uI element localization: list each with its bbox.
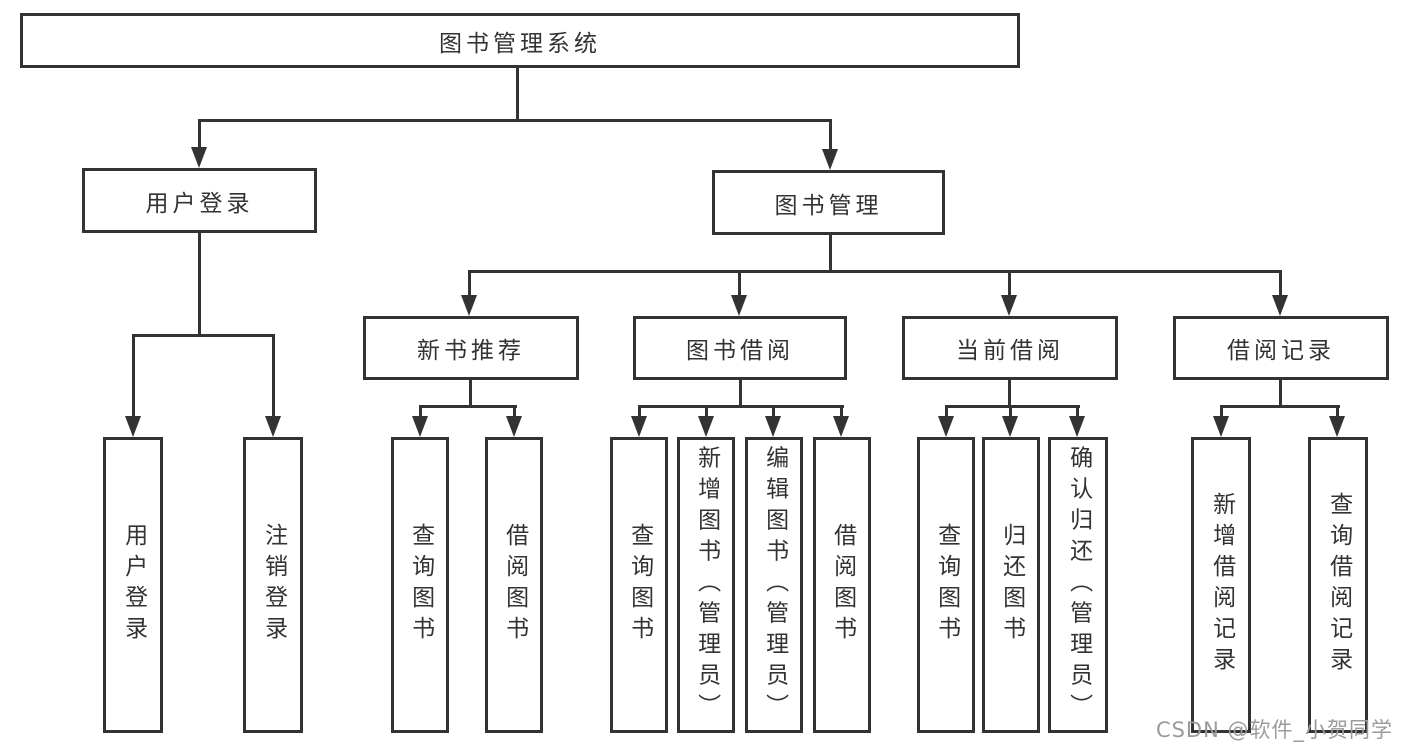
leaf-label: 注销登录	[260, 523, 287, 647]
leaf-label: 确认归还（管理员）	[1065, 445, 1092, 725]
node-new-book-recommend: 新书推荐	[363, 316, 579, 380]
connector-drop-book-borrowing	[738, 270, 741, 297]
leaf-label: 查询图书	[626, 523, 653, 647]
arrow-down-icon	[1213, 416, 1229, 437]
arrow-down-icon	[698, 416, 714, 437]
node-label: 当前借阅	[956, 338, 1064, 364]
arrow-down-icon	[631, 416, 647, 437]
leaf-label: 新增图书（管理员）	[693, 445, 720, 725]
connector-root-stem	[516, 68, 519, 121]
node-user-login: 用户登录	[82, 168, 317, 233]
connector-drop-leaf	[132, 334, 135, 418]
node-book-management: 图书管理	[712, 170, 945, 235]
arrow-down-icon	[1329, 416, 1345, 437]
connector-drop-leaf	[1336, 405, 1339, 418]
leaf-label: 借阅图书	[501, 523, 528, 647]
connector-drop-leaf	[419, 405, 422, 418]
connector-current-borrowing-stem	[1008, 380, 1011, 407]
connector-drop-leaf	[1009, 405, 1012, 418]
leaf-query-books-current: 查询图书	[917, 437, 975, 733]
connector-book-management-stem	[829, 235, 832, 272]
leaf-label: 借阅图书	[829, 523, 856, 647]
leaf-query-books-recommend: 查询图书	[391, 437, 449, 733]
node-label: 图书借阅	[686, 338, 794, 364]
connector-drop-user-login	[198, 119, 201, 150]
connector-current-borrowing-bar	[945, 405, 1080, 408]
node-library-management-system: 图书管理系统	[20, 13, 1020, 68]
leaf-borrow-books-recommend: 借阅图书	[485, 437, 543, 733]
connector-root-bar	[198, 119, 832, 122]
connector-borrowing-records-bar	[1220, 405, 1340, 408]
arrow-down-icon	[191, 147, 207, 168]
arrow-down-icon	[822, 149, 838, 170]
connector-user-login-stem	[198, 233, 201, 337]
leaf-add-book-admin: 新增图书（管理员）	[677, 437, 735, 733]
connector-drop-borrowing-records	[1279, 270, 1282, 297]
arrow-down-icon	[265, 416, 281, 437]
leaf-logout: 注销登录	[243, 437, 303, 733]
arrow-down-icon	[1272, 295, 1288, 316]
leaf-label: 编辑图书（管理员）	[761, 445, 788, 725]
connector-book-management-bar	[468, 270, 1282, 273]
arrow-down-icon	[461, 295, 477, 316]
node-label: 借阅记录	[1227, 338, 1335, 364]
csdn-watermark: CSDN @软件_小贺同学	[1155, 718, 1393, 742]
node-current-borrowing: 当前借阅	[902, 316, 1118, 380]
connector-drop-leaf	[272, 334, 275, 418]
leaf-query-books-borrowing: 查询图书	[610, 437, 668, 733]
node-book-borrowing: 图书借阅	[633, 316, 847, 380]
connector-drop-leaf	[513, 405, 516, 418]
connector-drop-new-book	[468, 270, 471, 297]
connector-borrowing-records-stem	[1279, 380, 1282, 407]
connector-drop-leaf	[705, 405, 708, 418]
arrow-down-icon	[125, 416, 141, 437]
connector-book-borrowing-stem	[739, 380, 742, 407]
node-borrowing-records: 借阅记录	[1173, 316, 1389, 380]
connector-new-book-stem	[469, 380, 472, 407]
leaf-add-borrow-record: 新增借阅记录	[1191, 437, 1251, 733]
leaf-return-books: 归还图书	[982, 437, 1040, 733]
leaf-label: 用户登录	[120, 523, 147, 647]
node-label: 图书管理系统	[439, 30, 601, 57]
leaf-label: 查询图书	[407, 523, 434, 647]
node-label: 图书管理	[774, 192, 883, 219]
arrow-down-icon	[1002, 416, 1018, 437]
connector-drop-current-borrowing	[1008, 270, 1011, 297]
connector-new-book-bar	[419, 405, 517, 408]
arrow-down-icon	[731, 295, 747, 316]
connector-drop-leaf	[1220, 405, 1223, 418]
connector-drop-leaf	[638, 405, 641, 418]
connector-drop-book-management	[829, 119, 832, 152]
connector-drop-leaf	[945, 405, 948, 418]
arrow-down-icon	[1001, 295, 1017, 316]
arrow-down-icon	[765, 416, 781, 437]
leaf-user-login: 用户登录	[103, 437, 163, 733]
leaf-label: 归还图书	[998, 523, 1025, 647]
node-label: 新书推荐	[417, 338, 525, 364]
arrow-down-icon	[833, 416, 849, 437]
leaf-label: 查询借阅记录	[1325, 492, 1352, 678]
leaf-label: 查询图书	[933, 523, 960, 647]
arrow-down-icon	[1069, 416, 1085, 437]
connector-user-login-bar	[132, 334, 275, 337]
node-label: 用户登录	[145, 190, 254, 217]
leaf-query-borrow-record: 查询借阅记录	[1308, 437, 1368, 733]
connector-drop-leaf	[772, 405, 775, 418]
arrow-down-icon	[412, 416, 428, 437]
connector-drop-leaf	[1076, 405, 1079, 418]
leaf-borrow-books-borrowing: 借阅图书	[813, 437, 871, 733]
leaf-edit-book-admin: 编辑图书（管理员）	[745, 437, 803, 733]
leaf-confirm-return-admin: 确认归还（管理员）	[1048, 437, 1108, 733]
arrow-down-icon	[506, 416, 522, 437]
connector-drop-leaf	[840, 405, 843, 418]
arrow-down-icon	[938, 416, 954, 437]
leaf-label: 新增借阅记录	[1208, 492, 1235, 678]
connector-book-borrowing-bar	[638, 405, 844, 408]
